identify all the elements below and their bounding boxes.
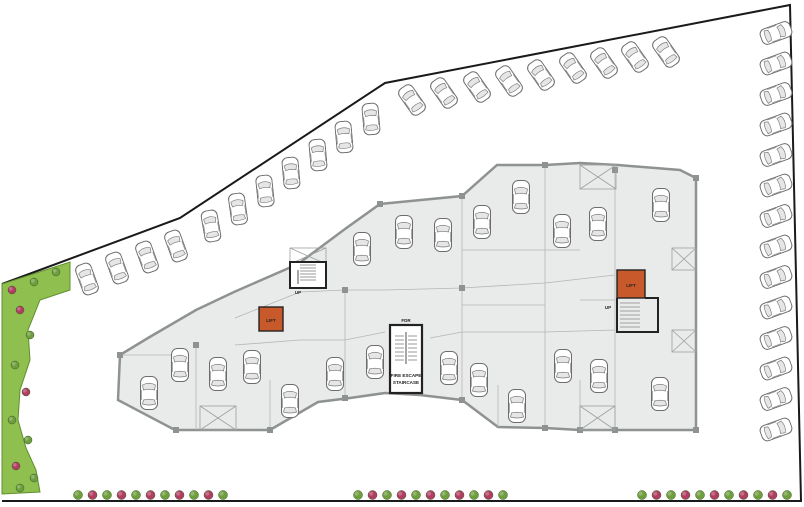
shrub-icon (411, 490, 421, 500)
shrub-icon (753, 490, 763, 500)
lift-label: LIFT (626, 283, 636, 288)
shrub-icon (666, 490, 676, 500)
shrub-icon (87, 490, 98, 500)
shrub-icon (218, 490, 228, 500)
landscape-strip (1, 261, 71, 495)
shrub-icon (469, 490, 479, 500)
shrub-icon (10, 360, 20, 370)
lift-left: LIFT (258, 306, 284, 332)
shrub-icon (396, 490, 407, 500)
lift-right: LIFT (616, 269, 646, 299)
car-icon (243, 350, 261, 384)
shrub-icon (440, 490, 450, 500)
car-icon (651, 377, 669, 411)
shrub-icon (767, 490, 778, 500)
shrub-icon (651, 490, 662, 500)
car-icon (361, 102, 381, 136)
shrub-icon (189, 490, 199, 500)
car-icon (140, 376, 158, 410)
car-icon (470, 363, 488, 397)
car-icon (366, 345, 384, 379)
staircase-left: UP (289, 261, 327, 295)
shrub-icon (724, 490, 734, 500)
shrub-icon (7, 285, 17, 295)
car-icon (334, 120, 354, 154)
shrub-icon (695, 490, 705, 500)
car-icon (512, 180, 530, 214)
lift-label: LIFT (266, 318, 276, 323)
staircase-label: STAIRCASE (393, 380, 419, 385)
staircase-right: UP (605, 297, 659, 333)
shrub-icon (498, 490, 508, 500)
fire-escape-label: FIRE ESCAPE (391, 373, 422, 378)
staircase-icon (620, 302, 640, 328)
car-icon (395, 215, 413, 249)
car-icon (652, 188, 670, 222)
shrub-icon (11, 461, 21, 471)
car-icon (281, 384, 299, 418)
shrub-icon (73, 490, 83, 500)
car-icon (553, 214, 571, 248)
shrub-icon (102, 490, 112, 500)
shrub-icon (637, 490, 647, 500)
lift-icon (616, 269, 646, 299)
shrub-icon (483, 490, 494, 500)
shrub-icon (353, 490, 363, 500)
car-icon (589, 207, 607, 241)
shrub-icon (145, 490, 156, 500)
shrub-icon (709, 490, 720, 500)
car-icon (209, 357, 227, 391)
shrub-icon (425, 490, 436, 500)
car-icon (554, 349, 572, 383)
shrub-icon (367, 490, 378, 500)
shrub-icon (782, 490, 792, 500)
shrub-icon (680, 490, 691, 500)
car-icon (508, 389, 526, 423)
shrub-icon (15, 305, 25, 315)
shrub-icon (23, 435, 33, 445)
staircase-icon (395, 332, 417, 364)
car-icon (326, 357, 344, 391)
shrub-icon (7, 415, 17, 425)
car-icon (353, 232, 371, 266)
shrub-icon (131, 490, 141, 500)
shrub-icon (203, 490, 214, 500)
car-icon (254, 174, 276, 208)
lift-icon (258, 306, 284, 332)
car-icon (434, 218, 452, 252)
fdr-label: FDR (401, 318, 411, 323)
fire-escape-staircase: FDR FIRE ESCAPE STAIRCASE (388, 318, 424, 395)
shrub-icon (29, 277, 39, 287)
car-icon (473, 205, 491, 239)
shrub-icon (454, 490, 465, 500)
shrub-icon (116, 490, 127, 500)
shrub-icon (382, 490, 392, 500)
staircase-icon (289, 261, 327, 289)
shrub-icon (160, 490, 170, 500)
shrub-icon (738, 490, 749, 500)
up-label: UP (605, 305, 611, 310)
landscape-shrubs (7, 267, 61, 493)
shrub-icon (25, 330, 35, 340)
shrub-icon (21, 387, 31, 397)
car-icon (440, 351, 458, 385)
shrub-icon (29, 473, 39, 483)
bottom-shrubs (73, 490, 792, 500)
shrub-icon (51, 267, 61, 277)
car-icon (308, 138, 328, 172)
up-label: UP (295, 290, 301, 295)
shrub-icon (15, 483, 25, 493)
car-icon (590, 359, 608, 393)
car-icon (171, 348, 189, 382)
shrub-icon (174, 490, 185, 500)
site-boundary (1, 3, 803, 502)
car-icon (281, 156, 301, 190)
